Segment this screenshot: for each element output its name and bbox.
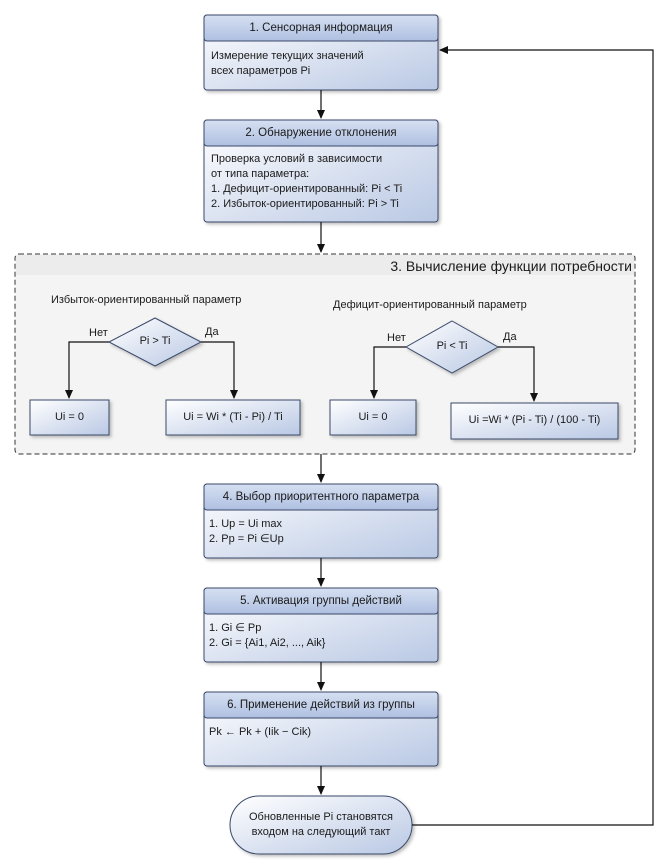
left-no-label: Нет [89,327,108,339]
step1-body: Измерение текущих значений всех параметр… [211,50,364,77]
left-no-result: Ui = 0 [54,411,85,423]
left-yes-result: Ui = Wi * (Ti - Pi) / Ti [183,411,283,423]
step5-body: 1. Gi ∈ Pp 2. Gi = {Ai1, Ai2, ..., Aik} [209,622,326,649]
left-heading: Избыток-ориентированный параметр [51,294,242,306]
step1-box [203,14,439,91]
step2-title: 2. Обнаружение отклонения [245,127,397,139]
step2-box [203,119,439,223]
right-heading: Дефицит-ориентированный параметр [333,299,527,311]
step3-title: 3. Вычисление функции потребности [390,258,632,274]
step1-title: 1. Сенсорная информация [249,22,393,34]
right-no-label: Нет [387,332,406,344]
step6-title: 6. Применение действий из группы [227,699,415,711]
step4-box [203,483,439,559]
connectors [65,46,654,826]
left-yes-result-box [165,399,301,436]
step4-body: 1. Up = Ui max 2. Pp = Pi ∈Up [209,518,284,545]
left-condition: Pi > Ti [139,335,171,347]
right-no-result-box [329,399,417,436]
right-no-result: Ui = 0 [358,411,388,423]
left-decision-diamond [107,317,203,367]
left-yes-label: Да [205,326,219,338]
step5-title: 5. Активация группы действий [240,595,402,607]
step6-body: Pk ← Pk + (Iik − Cik) [209,726,312,738]
step2-body: Проверка условий в зависимости от типа п… [211,153,403,210]
right-decision-diamond [404,320,500,374]
step3-title-band [16,255,634,275]
right-yes-result: Ui =Wi * (Pi - Ti) / (100 - Ti) [468,414,601,426]
step5-box [203,587,439,663]
step4-title: 4. Выбор приоритентного параметра [222,491,420,503]
left-no-result-box [29,399,110,436]
step6-box [203,691,439,767]
end-text: Обновленные Pi становятся входом на след… [248,811,393,838]
right-yes-result-box [450,402,619,440]
right-condition: Pi < Ti [436,340,468,352]
right-yes-label: Да [503,331,517,343]
